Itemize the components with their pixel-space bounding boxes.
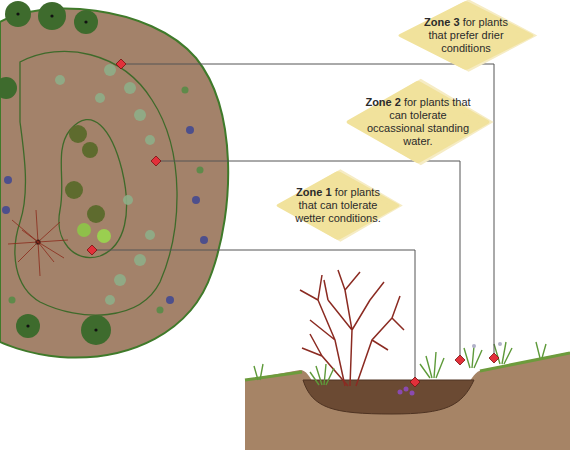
cross-section <box>245 270 570 450</box>
ground <box>245 352 570 450</box>
zone-name: Zone 2 <box>365 96 400 108</box>
shrub-centres <box>16 12 97 331</box>
zone-contour <box>15 51 177 315</box>
callout-text: Zone 3for plants that prefer drier condi… <box>416 16 516 55</box>
flowers <box>398 342 503 396</box>
grass-tufts <box>254 342 546 385</box>
perennial-symbols <box>55 64 155 305</box>
zone-name: Zone 1 <box>296 186 331 198</box>
basin-mulch <box>303 380 474 414</box>
callout-text: Zone 2for plants that can tolerate occas… <box>364 96 472 148</box>
leader-lines <box>92 64 494 382</box>
garden-outline <box>0 9 228 358</box>
diamond-shadow <box>278 169 403 241</box>
ground-surface <box>245 353 570 380</box>
tree-symbol <box>8 210 68 276</box>
diamond-shadow <box>400 0 537 72</box>
zone-callout: Zone 1for plants that can tolerate wette… <box>278 172 398 239</box>
shrub-branches <box>300 270 404 386</box>
zone-name: Zone 3 <box>424 16 459 28</box>
zone-callout: Zone 2for plants that can tolerate occas… <box>348 82 488 162</box>
plan-view <box>0 1 228 358</box>
grass-symbols <box>2 87 208 314</box>
diamond-shape <box>403 3 530 67</box>
zone-callout: Zone 3for plants that prefer drier condi… <box>400 2 532 69</box>
shrub-symbols <box>0 1 111 345</box>
callout-text: Zone 1for plants that can tolerate wette… <box>294 186 382 225</box>
zone-markers <box>87 59 499 387</box>
zone-contour <box>59 120 127 258</box>
diamond-shadow <box>348 79 494 165</box>
diamond-shape <box>351 84 485 161</box>
diamond-shape <box>280 173 395 237</box>
